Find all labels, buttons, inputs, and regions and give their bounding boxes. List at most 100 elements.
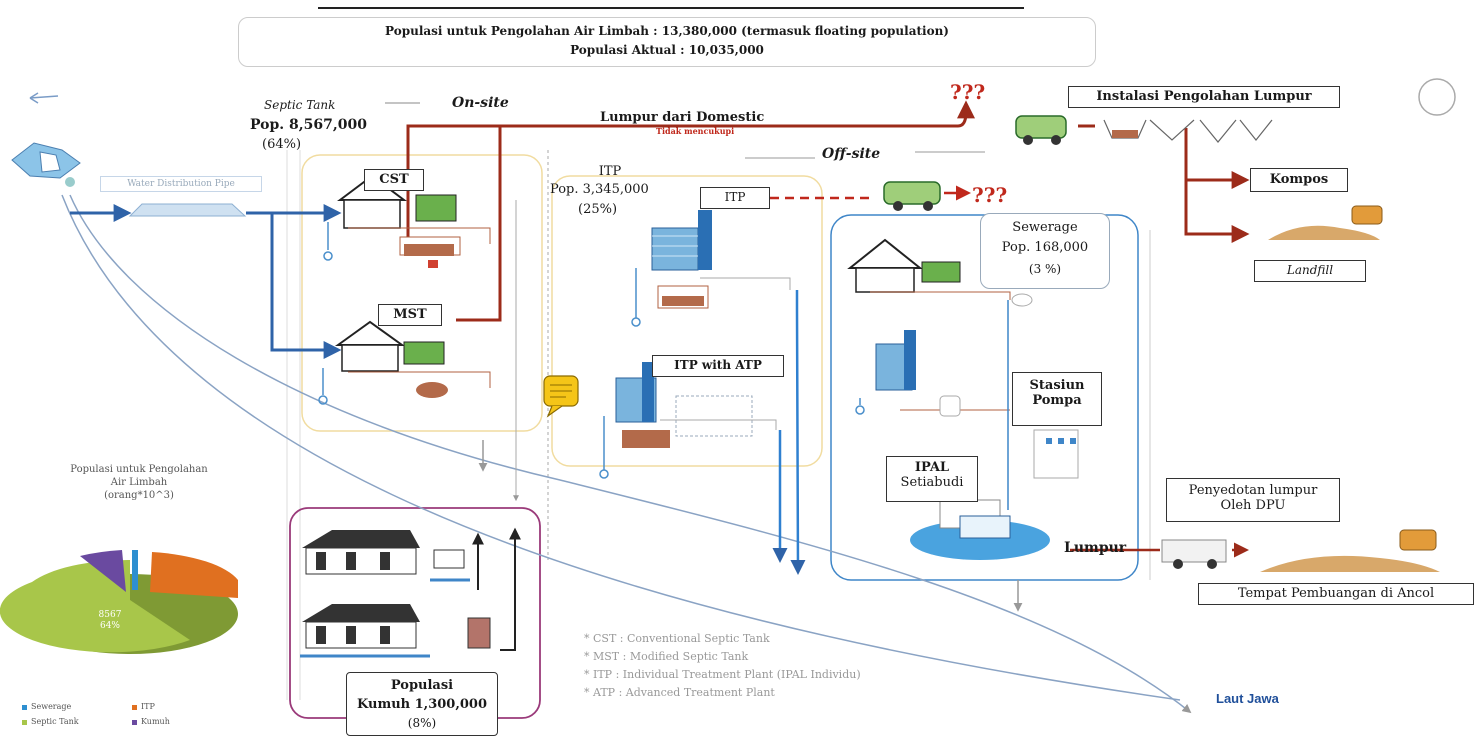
- ipal-box: IPAL Setiabudi: [886, 456, 978, 502]
- lumpur-label: Lumpur: [1064, 540, 1127, 556]
- pie-slice-septic: [0, 559, 190, 653]
- sludge-treatment-plant-icon: [1103, 119, 1273, 143]
- plant-to-landfill: [1184, 128, 1250, 243]
- sea-curve-1: [61, 194, 1181, 701]
- pump-station-line-1: Stasiun: [1029, 378, 1085, 393]
- legend-septic: Septic Tank: [22, 717, 79, 726]
- landfill-box: Landfill: [1254, 260, 1366, 282]
- itp-building-icon: [651, 210, 791, 309]
- sludge-line-top: [406, 100, 975, 240]
- dpu-box: Penyedotan lumpur Oleh DPU: [1166, 478, 1340, 522]
- pie-slice-sewerage: [132, 550, 138, 590]
- itp-down-arrow: [797, 290, 798, 572]
- domestic-sludge-label: Lumpur dari Domestic: [600, 110, 765, 125]
- note-atp: * ATP : Advanced Treatment Plant: [584, 686, 775, 699]
- legend-itp-swatch: [132, 704, 137, 710]
- slum-line-3: (8%): [407, 716, 437, 730]
- septic-panel: [301, 154, 543, 432]
- sewerage-building-icon: [875, 330, 1010, 417]
- itp-title: ITP: [598, 164, 622, 179]
- legend-kumuh-swatch: [132, 719, 137, 725]
- insufficient-label: Tidak mencukupi: [656, 126, 735, 136]
- pie-title-3: (orang*10^3): [104, 490, 174, 501]
- pie-title-2: Air Limbah: [110, 477, 168, 488]
- sewerage-title: Sewerage: [1012, 220, 1078, 235]
- ipal-line-1: IPAL: [914, 460, 950, 475]
- itp-panel: [551, 175, 823, 467]
- header-line-2: Populasi Aktual : 10,035,000: [570, 43, 764, 57]
- sewerage-house-icon: [847, 238, 1033, 307]
- sea-curve-2: [69, 194, 1192, 714]
- pie-chart: [0, 550, 238, 654]
- onsite-label: On-site: [452, 95, 509, 111]
- pump-station-box: Stasiun Pompa: [1012, 372, 1102, 426]
- sludge-truck-icon-mid: [883, 181, 941, 211]
- ancol-box: Tempat Pembuangan di Ancol: [1198, 583, 1474, 605]
- distribution-plate: [128, 203, 247, 217]
- legend-itp-label: ITP: [141, 702, 155, 711]
- legend-kumuh: Kumuh: [132, 717, 170, 726]
- septic-title: Septic Tank: [264, 98, 336, 112]
- legend-septic-swatch: [22, 719, 27, 725]
- cst-box: CST: [364, 169, 424, 191]
- pie-slice-itp: [150, 552, 238, 598]
- water-source-icon: [11, 142, 81, 187]
- mst-box: MST: [378, 304, 442, 326]
- dpu-line-2: Oleh DPU: [1220, 498, 1286, 513]
- mst-house-icon: [334, 320, 491, 398]
- kompos-box: Kompos: [1250, 168, 1348, 192]
- sea-label: Laut Jawa: [1216, 691, 1279, 706]
- pie-title-1: Populasi untuk Pengolahan: [70, 464, 208, 475]
- slum-line-2: Kumuh 1,300,000: [356, 697, 488, 712]
- pie-big-value: 8567: [98, 610, 122, 620]
- tap-icons: [318, 222, 865, 479]
- sludge-truck-icon-top: [1015, 115, 1067, 145]
- sludge-plant-box: Instalasi Pengolahan Lumpur: [1068, 86, 1340, 108]
- circle-icon: [1418, 78, 1456, 116]
- slum-label-box: [346, 672, 498, 736]
- dpu-truck-icon: [1161, 539, 1227, 569]
- ipal-plant-icon: [910, 499, 1050, 560]
- pump-station-line-2: Pompa: [1032, 393, 1082, 408]
- sludge-line-mst: [456, 126, 502, 322]
- dpu-line-1: Penyedotan lumpur: [1188, 483, 1318, 498]
- note-mst: * MST : Modified Septic Tank: [584, 650, 749, 663]
- ipal-line-2: Setiabudi: [900, 475, 964, 490]
- comment-icon: [543, 375, 579, 418]
- legend-sewerage: Sewerage: [22, 702, 71, 711]
- sewerage-pop: Pop. 168,000: [1001, 240, 1089, 255]
- septic-pop: Pop. 8,567,000: [250, 117, 367, 133]
- landfill-icon: [1268, 205, 1383, 240]
- unknown-mid: ???: [972, 183, 1008, 207]
- legend-sewerage-swatch: [22, 704, 27, 710]
- offsite-label: Off-site: [822, 146, 881, 162]
- unknown-top: ???: [950, 80, 986, 104]
- itp-atp-building-icon: [615, 362, 777, 448]
- septic-pct: (64%): [262, 137, 302, 152]
- header-line-1: Populasi untuk Pengolahan Air Limbah : 1…: [385, 24, 949, 38]
- legend-septic-label: Septic Tank: [31, 717, 79, 726]
- sewerage-box: [980, 213, 1110, 289]
- pie-big-pct: 64%: [99, 621, 120, 631]
- water-distribution-label: Water Distribution Pipe: [100, 176, 262, 192]
- left-arrow-icon: [29, 95, 59, 99]
- note-cst: * CST : Conventional Septic Tank: [584, 632, 770, 645]
- itp-box: ITP: [700, 187, 770, 209]
- itp-pct: (25%): [578, 202, 618, 217]
- pie-slice-kumuh: [80, 550, 126, 592]
- ancol-dump-icon: [1260, 529, 1440, 572]
- legend-itp: ITP: [132, 702, 155, 711]
- legend-kumuh-label: Kumuh: [141, 717, 170, 726]
- note-itp: * ITP : Individual Treatment Plant (IPAL…: [584, 668, 861, 681]
- itp-atp-box: ITP with ATP: [652, 355, 784, 377]
- header-box: [238, 17, 1096, 67]
- pump-station-icon: [1007, 300, 1079, 510]
- flow-to-mst: [270, 213, 342, 359]
- slum-arrow-2: [500, 527, 521, 651]
- sewerage-pct: (3 %): [1028, 262, 1062, 276]
- slum-line-1: Populasi: [390, 678, 454, 693]
- slum-houses-icon: [300, 530, 491, 658]
- legend-sewerage-label: Sewerage: [31, 702, 72, 711]
- itp-pop: Pop. 3,345,000: [550, 182, 649, 197]
